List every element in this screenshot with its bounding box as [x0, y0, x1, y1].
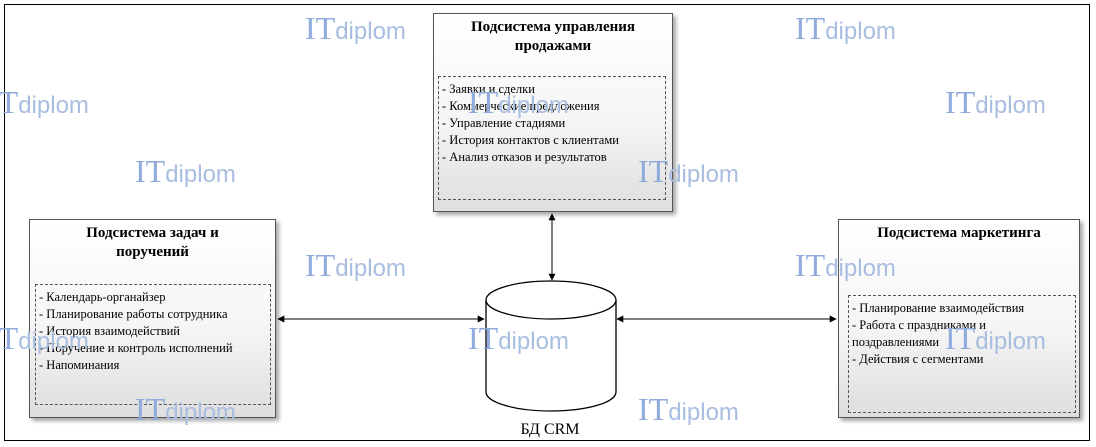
list-item: поздравлениями	[852, 335, 940, 349]
sales-subsystem-box: Подсистема управления продажами - Заявки…	[433, 13, 673, 212]
list-item: - Управление стадиями	[442, 116, 566, 130]
tasks-subsystem-list: - Календарь-органайзер - Планирование ра…	[35, 284, 271, 405]
tasks-subsystem-box: Подсистема задач и поручений - Календарь…	[29, 219, 276, 418]
list-item: - Планирование работы сотрудника	[39, 307, 228, 321]
list-item: - Поручение и контроль исполнений	[39, 341, 233, 355]
list-item: - Работа с праздниками и	[852, 318, 986, 332]
list-item: - Напоминания	[39, 358, 120, 372]
list-item: - Коммерческие предложения	[442, 99, 600, 113]
marketing-subsystem-title: Подсистема маркетинга	[877, 225, 1041, 241]
database-label: БД CRM	[520, 421, 580, 438]
list-item: - Планирование взаимодействия	[852, 301, 1025, 315]
list-item: - История взаимодействий	[39, 324, 180, 338]
list-item: - История контактов с клиентами	[442, 133, 619, 147]
list-item: - Календарь-органайзер	[39, 290, 166, 304]
marketing-subsystem-list: - Планирование взаимодействия - Работа с…	[848, 295, 1076, 413]
tasks-subsystem-title: Подсистема задач и поручений	[86, 225, 219, 260]
marketing-subsystem-box: Подсистема маркетинга - Планирование вза…	[838, 219, 1080, 418]
list-item: - Заявки и сделки	[442, 82, 535, 96]
list-item: - Анализ отказов и результатов	[442, 150, 607, 164]
list-item: - Действия с сегментами	[852, 352, 984, 366]
diagram-frame	[4, 4, 1090, 441]
database-cylinder	[485, 280, 617, 412]
sales-subsystem-list: - Заявки и сделки - Коммерческие предлож…	[438, 76, 666, 200]
sales-subsystem-title: Подсистема управления продажами	[470, 19, 636, 54]
